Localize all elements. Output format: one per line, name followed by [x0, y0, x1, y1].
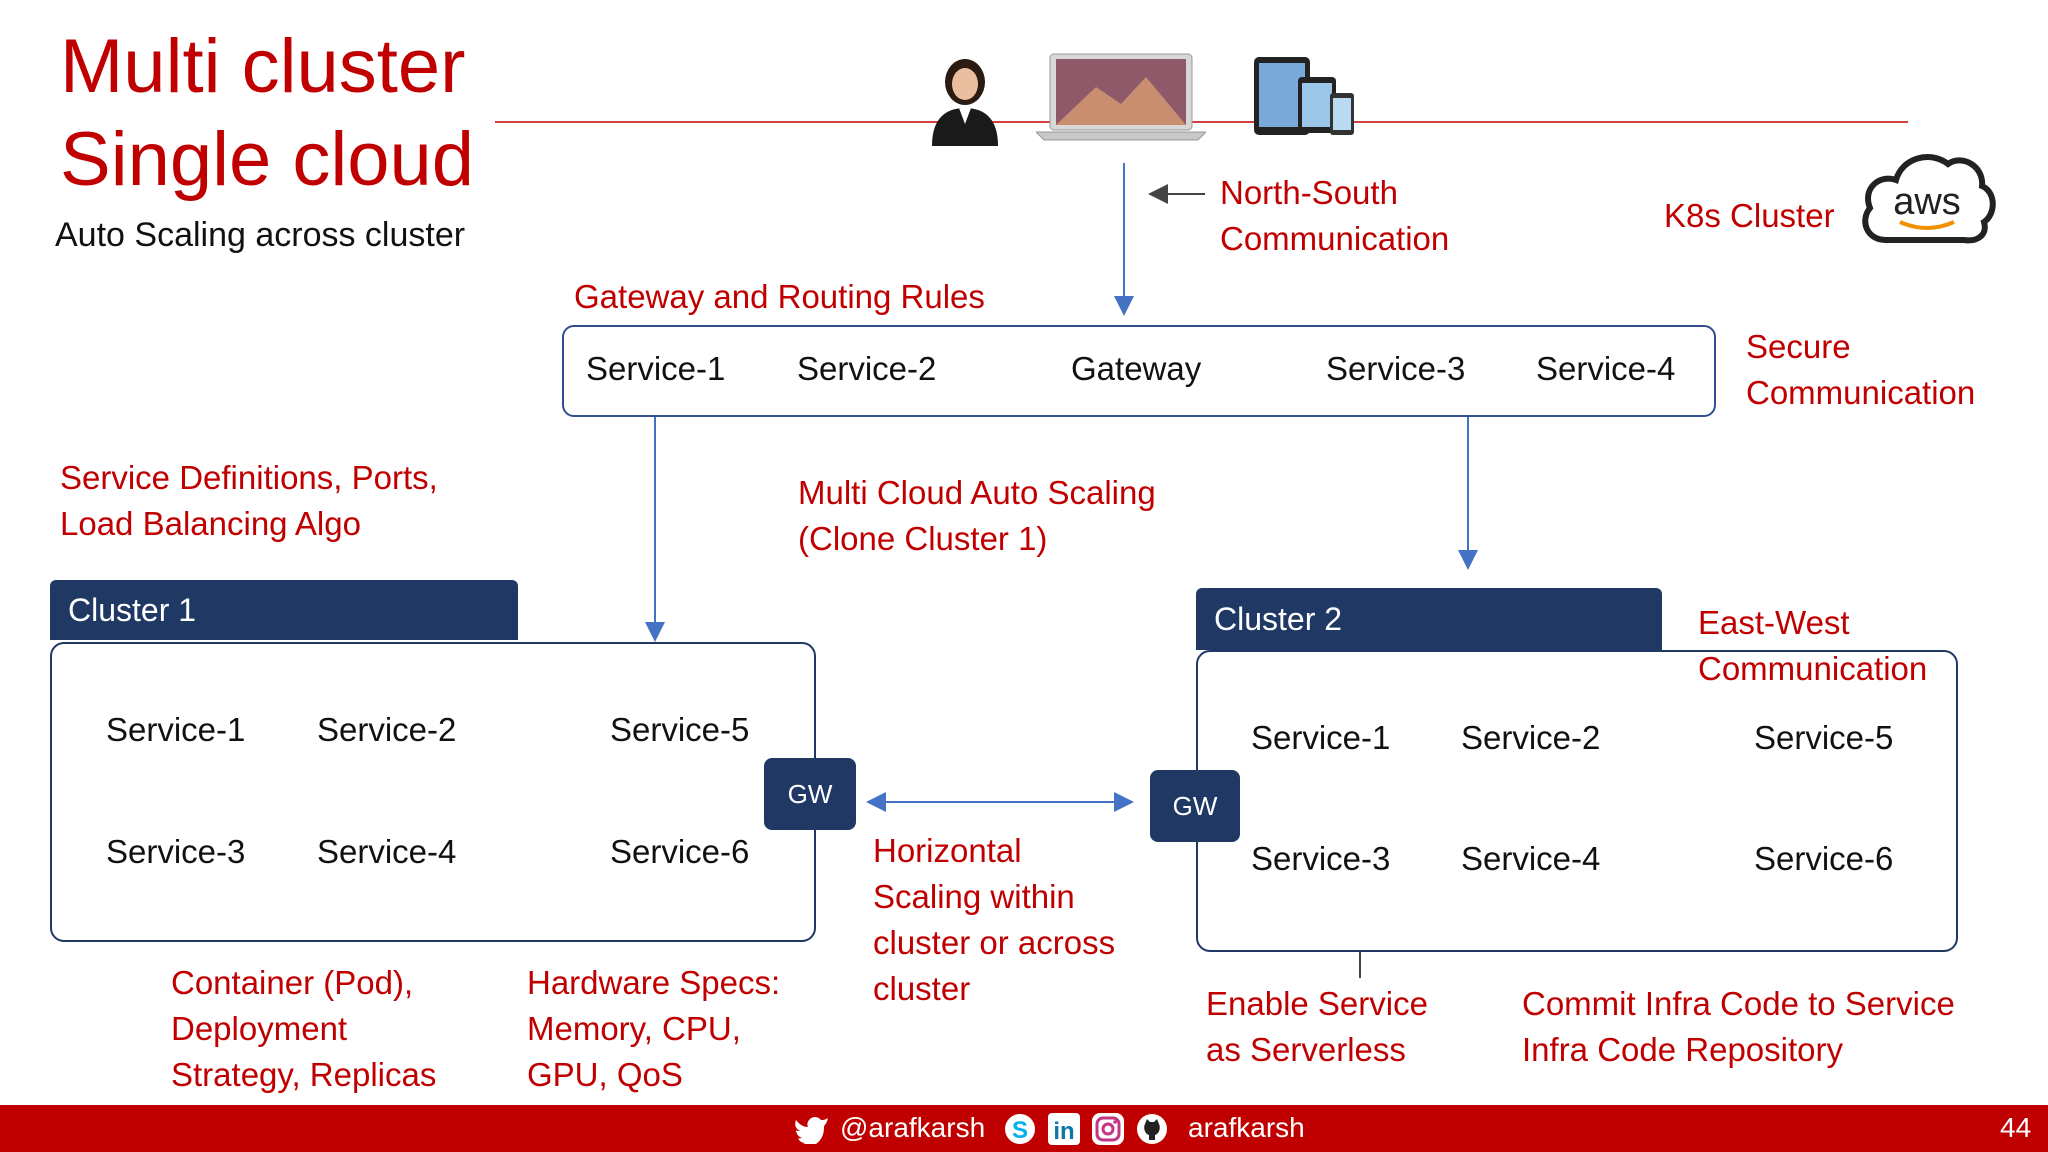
cluster-1-banner: Cluster 1 — [50, 580, 518, 640]
north-south-line-1: North-South — [1220, 174, 1398, 211]
c2-service-3: Service-3 — [1251, 840, 1391, 877]
container-pod-line-2: Deployment — [171, 1010, 348, 1047]
hardware-line-1: Hardware Specs: — [527, 964, 781, 1001]
serverless-label: Enable Service as Serverless — [1206, 981, 1428, 1073]
svg-text:S: S — [1012, 1117, 1028, 1144]
twitter-icon[interactable] — [794, 1114, 830, 1144]
multi-cloud-line-1: Multi Cloud Auto Scaling — [798, 474, 1156, 511]
hardware-line-3: GPU, QoS — [527, 1056, 683, 1093]
service-definitions-label: Service Definitions, Ports, Load Balanci… — [60, 455, 438, 547]
footer-bar: @arafkarsh S in arafkarsh 44 — [0, 1105, 2048, 1152]
footer-twitter-handle[interactable]: @arafkarsh — [840, 1112, 986, 1143]
k8s-cluster-label: K8s Cluster — [1664, 197, 1835, 234]
container-pod-line-1: Container (Pod), — [171, 964, 414, 1001]
c1-service-6: Service-6 — [610, 833, 750, 870]
north-south-label: North-South Communication — [1220, 170, 1449, 262]
c1-service-1: Service-1 — [106, 711, 246, 748]
secure-communication-label: Secure Communication — [1746, 324, 1975, 416]
footer-name[interactable]: arafkarsh — [1188, 1112, 1305, 1143]
user-icon — [932, 59, 998, 146]
serverless-line-2: as Serverless — [1206, 1031, 1406, 1068]
multi-cloud-label: Multi Cloud Auto Scaling (Clone Cluster … — [798, 470, 1156, 562]
serverless-line-1: Enable Service — [1206, 985, 1428, 1022]
title-line-1: Multi cluster — [60, 24, 466, 109]
east-west-label: East-West Communication — [1698, 600, 1927, 692]
skype-icon[interactable]: S — [1004, 1113, 1036, 1145]
horizontal-scaling-label: Horizontal Scaling within cluster or acr… — [873, 828, 1115, 1012]
c1-service-5: Service-5 — [610, 711, 750, 748]
horizontal-line-4: cluster — [873, 970, 971, 1007]
east-west-line-1: East-West — [1698, 604, 1850, 641]
cluster-1-gw: GW — [764, 758, 856, 830]
horizontal-line-2: Scaling within — [873, 878, 1075, 915]
c2-service-4: Service-4 — [1461, 840, 1601, 877]
github-icon[interactable] — [1136, 1113, 1168, 1145]
instagram-icon[interactable] — [1092, 1113, 1124, 1145]
cluster-2-banner: Cluster 2 — [1196, 588, 1662, 650]
c2-service-5: Service-5 — [1754, 719, 1894, 756]
north-south-line-2: Communication — [1220, 220, 1450, 257]
laptop-icon — [1036, 53, 1206, 141]
multi-cloud-line-2: (Clone Cluster 1) — [798, 520, 1048, 557]
title-line-2: Single cloud — [60, 117, 475, 202]
gateway-service-3: Service-3 — [1326, 350, 1466, 387]
hardware-specs-label: Hardware Specs: Memory, CPU, GPU, QoS — [527, 960, 780, 1098]
commit-infra-line-1: Commit Infra Code to Service — [1522, 985, 1955, 1022]
footer-page-number: 44 — [2000, 1112, 2032, 1143]
aws-logo-text: aws — [1893, 181, 1961, 223]
service-defs-line-2: Load Balancing Algo — [60, 505, 361, 542]
c1-service-4: Service-4 — [317, 833, 457, 870]
gateway-service-1: Service-1 — [586, 350, 726, 387]
c1-service-3: Service-3 — [106, 833, 246, 870]
commit-infra-line-2: Infra Code Repository — [1522, 1031, 1843, 1068]
svg-text:in: in — [1053, 1118, 1074, 1145]
commit-infra-label: Commit Infra Code to Service Infra Code … — [1522, 981, 1955, 1073]
c1-service-2: Service-2 — [317, 711, 457, 748]
gateway-label: Gateway — [1071, 350, 1202, 387]
linkedin-icon[interactable]: in — [1048, 1113, 1080, 1145]
east-west-line-2: Communication — [1698, 650, 1928, 687]
cluster-1-box — [50, 642, 816, 942]
c2-service-2: Service-2 — [1461, 719, 1601, 756]
secure-line-1: Secure — [1746, 328, 1851, 365]
c2-service-6: Service-6 — [1754, 840, 1894, 877]
subtitle: Auto Scaling across cluster — [55, 216, 466, 254]
container-pod-line-3: Strategy, Replicas — [171, 1056, 437, 1093]
secure-line-2: Communication — [1746, 374, 1976, 411]
gateway-service-2: Service-2 — [797, 350, 937, 387]
cluster-2-box — [1196, 650, 1958, 952]
gateway-service-4: Service-4 — [1536, 350, 1676, 387]
container-pod-label: Container (Pod), Deployment Strategy, Re… — [171, 960, 436, 1098]
hardware-line-2: Memory, CPU, — [527, 1010, 741, 1047]
gateway-routing-label: Gateway and Routing Rules — [574, 278, 985, 315]
service-defs-line-1: Service Definitions, Ports, — [60, 459, 438, 496]
tablet-icon — [1254, 57, 1354, 135]
horizontal-line-3: cluster or across — [873, 924, 1116, 961]
aws-cloud-icon: aws — [1862, 154, 1996, 244]
cluster-2-gw: GW — [1150, 770, 1240, 842]
horizontal-line-1: Horizontal — [873, 832, 1022, 869]
gateway-bar — [562, 325, 1716, 417]
c2-service-1: Service-1 — [1251, 719, 1391, 756]
